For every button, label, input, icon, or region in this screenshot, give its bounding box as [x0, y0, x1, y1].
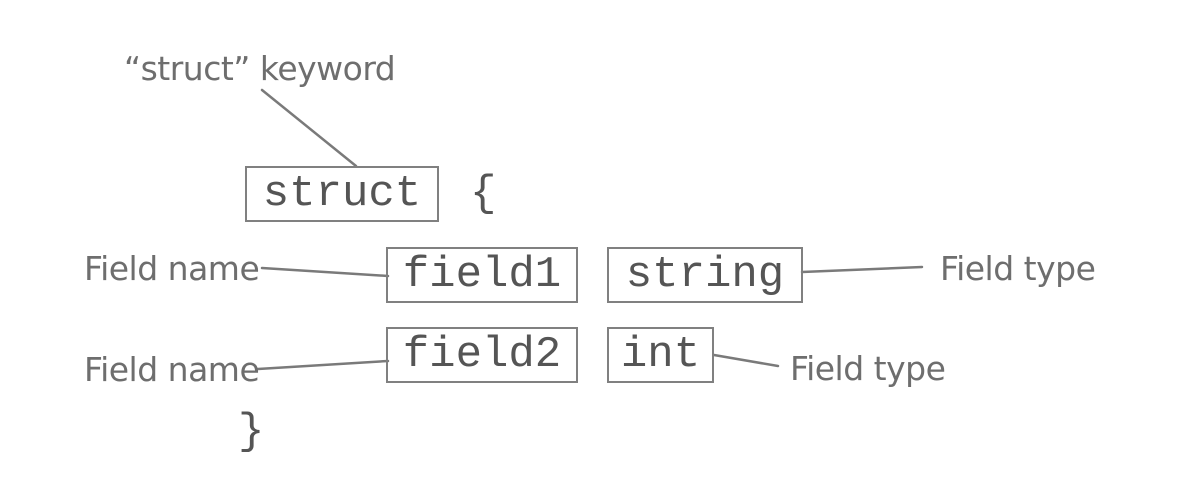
open-brace: { [470, 169, 497, 219]
close-brace: } [238, 407, 265, 457]
field1-name-box: field1 [386, 247, 578, 303]
field2-name: field2 [402, 330, 562, 380]
keyword-leader-line [260, 88, 358, 168]
struct-keyword: struct [262, 169, 422, 219]
field2-name-box: field2 [386, 327, 578, 383]
field2-type-leader-line [712, 353, 780, 368]
field1-name-leader-line [260, 266, 390, 278]
field2-name-leader-line [256, 359, 390, 371]
struct-keyword-box: struct [245, 166, 439, 222]
field1-name-annotation: Field name [84, 249, 260, 288]
field2-type-annotation: Field type [790, 349, 946, 388]
field1-type-box: string [607, 247, 803, 303]
field1-type: string [625, 250, 785, 300]
field2-name-annotation: Field name [84, 350, 260, 389]
field2-type-box: int [607, 327, 714, 383]
keyword-annotation: “struct” keyword [124, 49, 396, 88]
field1-type-leader-line [800, 265, 924, 274]
field2-type: int [620, 330, 701, 380]
field1-type-annotation: Field type [940, 249, 1096, 288]
field1-name: field1 [402, 250, 562, 300]
